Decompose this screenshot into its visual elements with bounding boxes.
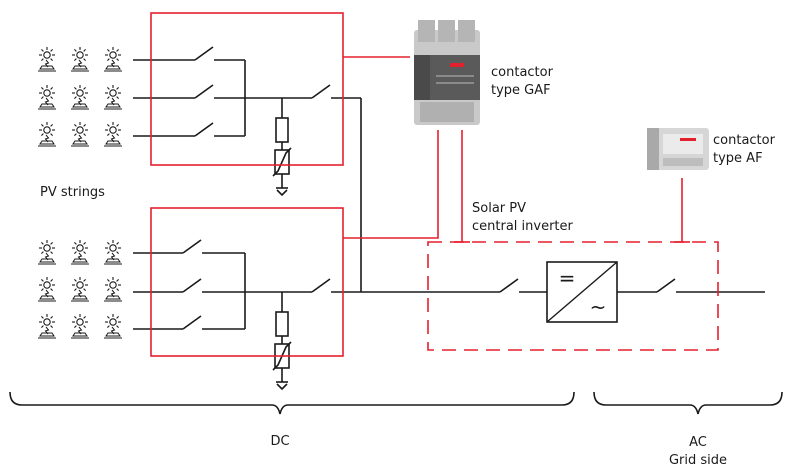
grid-side-label: Grid side [668, 453, 728, 468]
ac-brace [593, 391, 783, 415]
contactor-af-label-line1: contactor [713, 133, 775, 148]
pv-array-lower [37, 239, 123, 339]
dc-sign: = [559, 266, 576, 290]
pv-array-upper [37, 46, 123, 147]
contactor-af-label: contactor type AF [713, 132, 775, 168]
dc-label: DC [270, 434, 290, 449]
inverter-symbol: = ~ [546, 261, 618, 323]
contactor-af-image [647, 128, 709, 170]
combiner-circuit-lower [133, 239, 361, 391]
contactor-gaf-label-line1: contactor [491, 65, 553, 80]
inverter-label-line2: central inverter [472, 219, 573, 234]
contactor-af-label-line2: type AF [713, 151, 763, 166]
main-power-line [360, 98, 765, 293]
contactor-gaf-image [414, 20, 480, 125]
ac-sign: ~ [590, 295, 607, 319]
contactor-gaf-label-line2: type GAF [491, 83, 551, 98]
dc-brace [9, 391, 575, 415]
combiner-circuit-upper [133, 46, 361, 197]
contactor-gaf-label: contactor type GAF [491, 64, 553, 100]
ac-label: AC Grid side [648, 434, 748, 470]
inverter-label-line1: Solar PV [472, 201, 526, 216]
control-wiring [150, 12, 719, 357]
inverter-label: Solar PV central inverter [472, 200, 573, 236]
ac-label-line1: AC [689, 435, 707, 450]
pv-strings-label: PV strings [40, 185, 105, 200]
